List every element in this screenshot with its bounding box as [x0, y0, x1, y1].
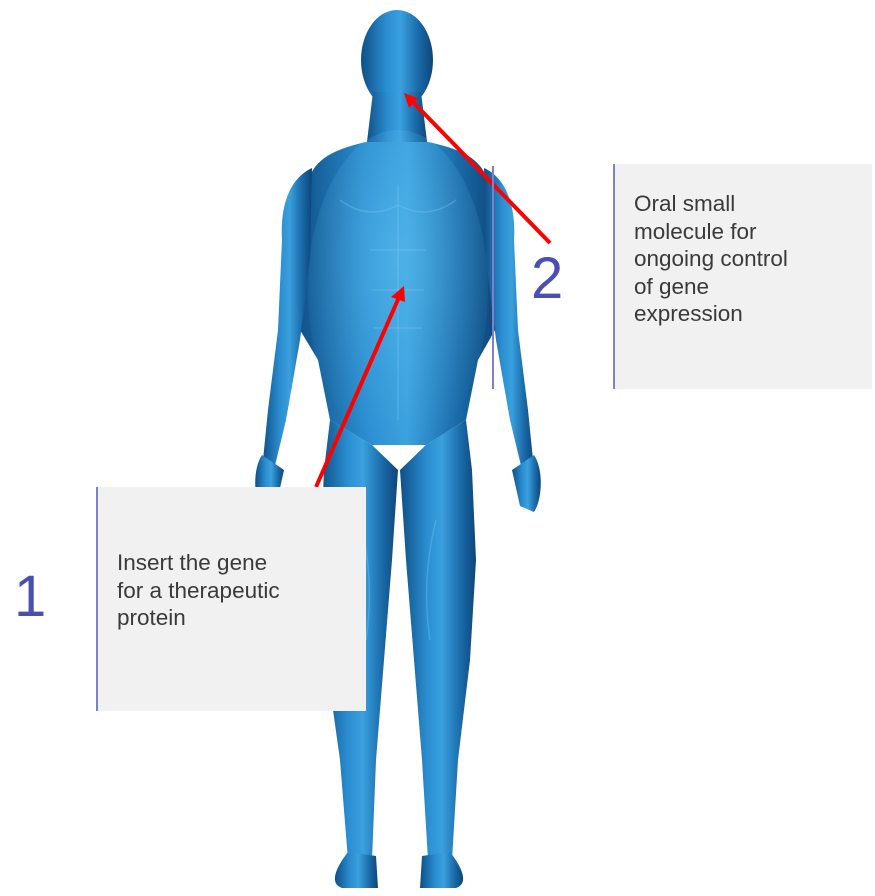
callout-text-2: Oral small molecule for ongoing control …	[634, 190, 860, 328]
step-number-1: 1	[14, 568, 46, 626]
callout-box-2: Oral small molecule for ongoing control …	[613, 164, 872, 389]
callout-box-1: Insert the gene for a therapeutic protei…	[96, 487, 366, 711]
callout-text-1: Insert the gene for a therapeutic protei…	[117, 549, 358, 632]
step-number-2: 2	[531, 250, 563, 308]
